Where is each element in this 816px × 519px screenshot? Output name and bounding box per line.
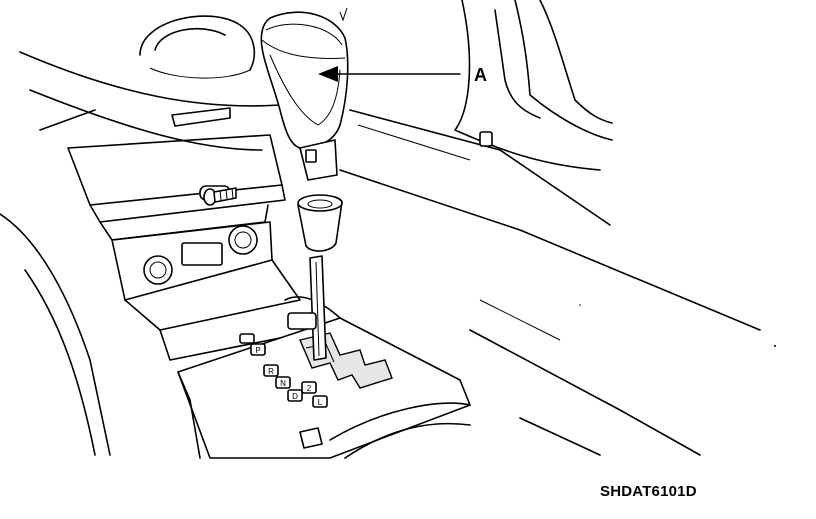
gate-indicators: P R N D 2 L: [239, 333, 328, 408]
shift-boot: [297, 194, 343, 252]
svg-text:R: R: [268, 367, 274, 376]
gate-letter-n: N: [275, 376, 291, 389]
dashboard-outline: [0, 51, 761, 456]
svg-text:L: L: [318, 398, 323, 407]
gate-letter-l: L: [312, 395, 328, 408]
gate-letter-r: R: [263, 364, 279, 377]
gate-letter-2: 2: [301, 381, 317, 394]
gate-letter-p: P: [250, 343, 266, 356]
cup-holder: [139, 15, 256, 79]
center-stack: [67, 107, 321, 361]
svg-text:2: 2: [307, 384, 312, 393]
shift-knob-assembly: [260, 7, 349, 181]
shift-console: [177, 255, 471, 459]
svg-text:D: D: [292, 392, 298, 401]
screw: [203, 187, 237, 206]
right-panel: [454, 0, 613, 171]
figure-code: SHDAT6101D: [600, 483, 697, 500]
svg-text:P: P: [255, 346, 260, 355]
callout-label: A: [474, 65, 487, 85]
callout-a: A: [318, 65, 487, 85]
gate-letter-d: D: [287, 389, 303, 402]
svg-text:N: N: [280, 379, 286, 388]
